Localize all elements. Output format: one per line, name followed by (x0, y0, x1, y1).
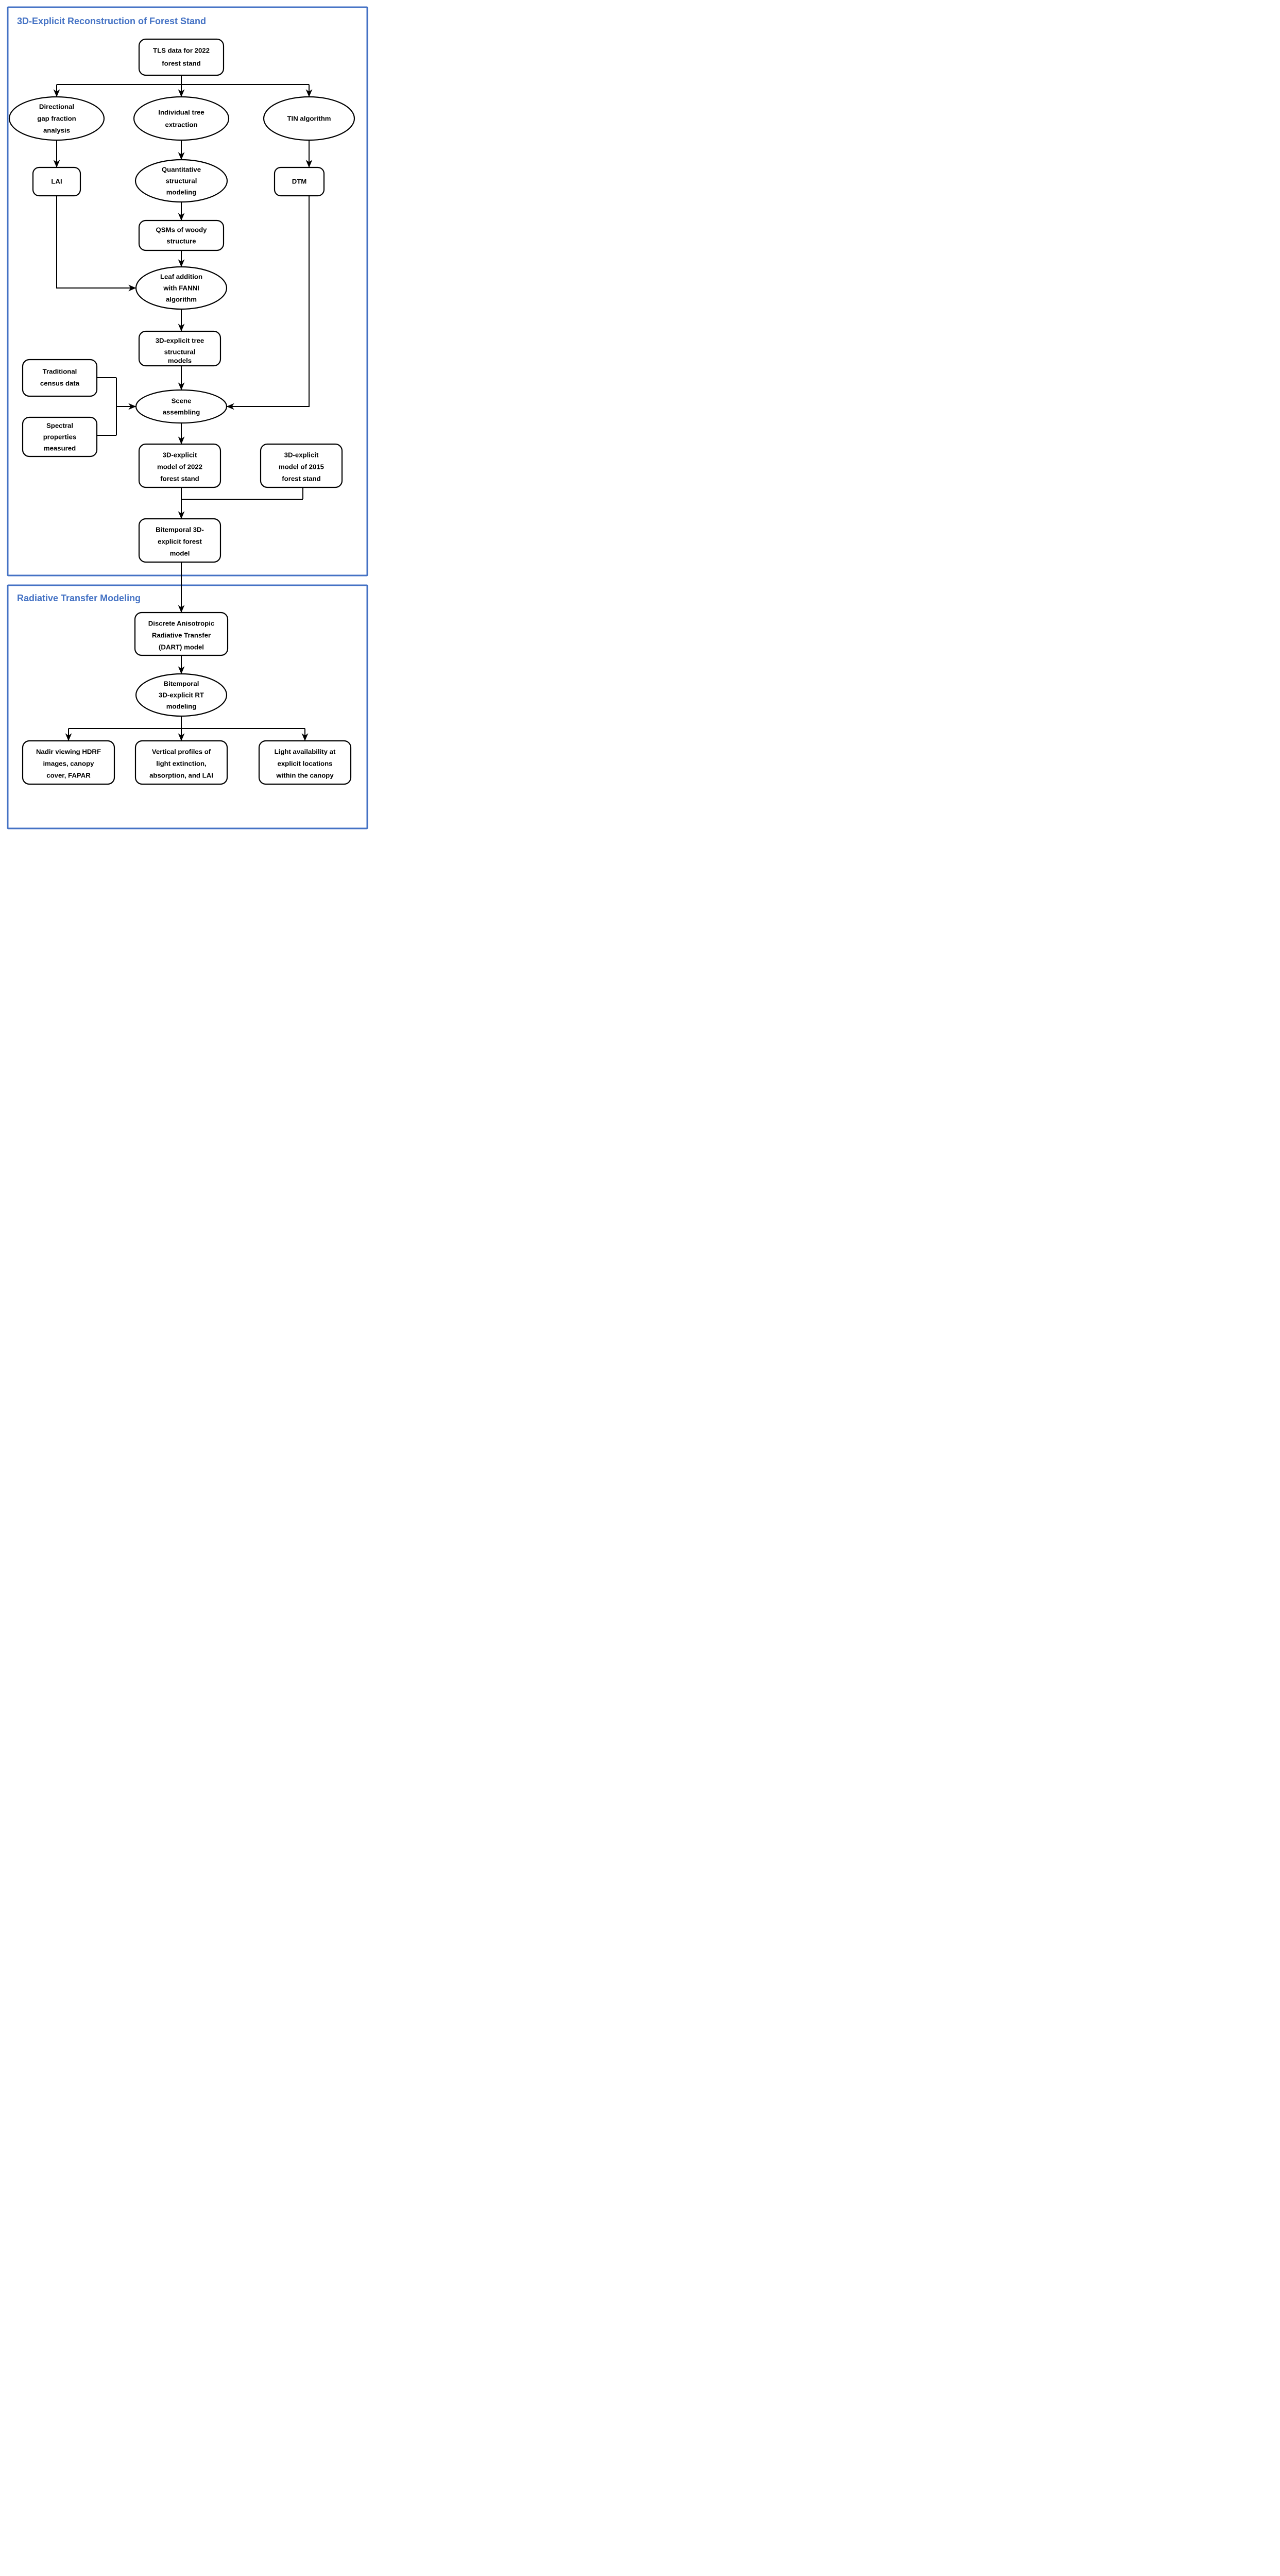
node-lai[interactable]: LAI (32, 166, 81, 197)
node-bitemporal-rt-modeling[interactable]: Bitemporal 3D-explicit RT modeling (135, 673, 228, 717)
node-lai-line-0: LAI (51, 177, 62, 185)
node-output-vertical-line-2: absorption, and LAI (149, 771, 213, 779)
node-output-hdrf-line-2: cover, FAPAR (46, 771, 91, 779)
node-gapfraction-line-2: analysis (43, 126, 70, 134)
panel-reconstruction-title: 3D-Explicit Reconstruction of Forest Sta… (17, 16, 206, 26)
node-tin-algorithm[interactable]: TIN algorithm (263, 96, 355, 141)
node-treeextraction-line-0: Individual tree (158, 108, 204, 116)
node-treeextraction-line-1: extraction (165, 121, 197, 128)
node-dart-line-2: (DART) model (159, 643, 204, 651)
node-bitemporal-forest-model[interactable]: Bitemporal 3D- explicit forest model (138, 518, 221, 563)
node-output-hdrf-line-0: Nadir viewing HDRF (36, 748, 101, 755)
node-treemodels-line-1: structural (164, 348, 196, 355)
node-model2015-line-0: 3D-explicit (284, 451, 319, 459)
node-output-vertical-profiles[interactable]: Vertical profiles of light extinction, a… (134, 740, 228, 785)
panel-reconstruction-border (7, 6, 368, 577)
node-qsmodeling-line-1: structural (166, 177, 197, 184)
node-dart-model[interactable]: Discrete Anisotropic Radiative Transfer … (134, 612, 229, 656)
node-leafaddition-line-2: algorithm (166, 295, 197, 303)
node-model-2022[interactable]: 3D-explicit model of 2022 forest stand (138, 443, 221, 488)
node-spectral-properties-measured[interactable]: Spectral properties measured (22, 416, 98, 457)
node-output-light-line-1: explicit locations (278, 759, 333, 767)
node-traditional-census-data[interactable]: Traditional census data (22, 359, 98, 397)
node-bitemporalmodel-line-1: explicit forest (158, 537, 202, 545)
node-leafaddition-line-0: Leaf addition (160, 273, 202, 280)
node-rtmodeling-line-1: 3D-explicit RT (159, 691, 204, 699)
node-qsms-woody-structure[interactable]: QSMs of woody structure (138, 219, 225, 251)
node-dart-line-1: Radiative Transfer (152, 631, 211, 639)
node-spectral-line-2: measured (44, 444, 76, 452)
node-qsms-line-1: structure (166, 237, 196, 245)
panel-rt-title: Radiative Transfer Modeling (17, 593, 141, 603)
node-output-light-line-0: Light availability at (275, 748, 336, 755)
panel-rt-border (7, 584, 368, 829)
node-treemodels-line-0: 3D-explicit tree (156, 336, 204, 344)
node-output-hdrf-line-1: images, canopy (43, 759, 95, 767)
node-gapfraction-line-1: gap fraction (37, 114, 76, 122)
node-output-vertical-line-0: Vertical profiles of (152, 748, 211, 755)
node-gapfraction-line-0: Directional (39, 103, 74, 110)
node-spectral-line-0: Spectral (46, 421, 73, 429)
node-qsmodeling-line-0: Quantitative (162, 165, 201, 173)
flowchart-svg: 3D-Explicit Reconstruction of Forest Sta… (7, 6, 368, 829)
node-directional-gap-fraction[interactable]: Directional gap fraction analysis (8, 96, 105, 141)
node-output-hdrf[interactable]: Nadir viewing HDRF images, canopy cover,… (22, 740, 115, 785)
node-rtmodeling-line-2: modeling (166, 702, 197, 710)
node-tls-data[interactable]: TLS data for 2022 forest stand (138, 38, 225, 76)
node-tls-data-line-1: forest stand (162, 59, 200, 67)
node-qsms-line-0: QSMs of woody (156, 226, 208, 233)
node-bitemporalmodel-line-2: model (170, 549, 190, 557)
node-sceneassembling-line-1: assembling (163, 408, 200, 416)
node-rtmodeling-line-0: Bitemporal (164, 680, 199, 687)
node-model2015-line-1: model of 2015 (279, 463, 324, 470)
edge-dtm-to-sceneassembling (226, 196, 310, 410)
node-model2022-line-2: forest stand (160, 474, 199, 482)
node-tls-data-line-0: TLS data for 2022 (153, 46, 210, 54)
node-model-2015[interactable]: 3D-explicit model of 2015 forest stand (260, 443, 343, 488)
node-spectral-line-1: properties (43, 433, 77, 440)
node-individual-tree-extraction[interactable]: Individual tree extraction (133, 96, 230, 141)
node-leafaddition-line-1: with FANNI (163, 284, 199, 292)
node-quantitative-structural-modeling[interactable]: Quantitative structural modeling (134, 159, 228, 203)
node-model2022-line-0: 3D-explicit (163, 451, 197, 459)
node-census-line-1: census data (40, 379, 80, 387)
node-dtm[interactable]: DTM (274, 166, 325, 197)
node-output-light-line-2: within the canopy (276, 771, 334, 779)
node-output-vertical-line-1: light extinction, (156, 759, 206, 767)
node-dart-line-0: Discrete Anisotropic (148, 619, 215, 627)
edge-lai-to-leafaddition (56, 196, 136, 292)
node-sceneassembling-line-0: Scene (172, 397, 192, 404)
node-scene-assembling[interactable]: Scene assembling (135, 389, 228, 424)
node-census-line-0: Traditional (43, 367, 77, 375)
node-model2022-line-1: model of 2022 (157, 463, 202, 470)
node-tin-line-0: TIN algorithm (287, 114, 331, 122)
node-tree-structural-models[interactable]: 3D-explicit tree structural models (138, 330, 221, 367)
node-output-light-availability[interactable]: Light availability at explicit locations… (258, 740, 352, 785)
node-qsmodeling-line-2: modeling (166, 188, 197, 196)
flowchart-canvas: 3D-Explicit Reconstruction of Forest Sta… (0, 0, 375, 836)
node-bitemporalmodel-line-0: Bitemporal 3D- (156, 526, 204, 533)
node-leaf-addition-fanni[interactable]: Leaf addition with FANNI algorithm (135, 266, 228, 310)
node-dtm-line-0: DTM (292, 177, 307, 185)
node-model2015-line-2: forest stand (282, 474, 320, 482)
node-treemodels-line-2: models (168, 357, 192, 364)
